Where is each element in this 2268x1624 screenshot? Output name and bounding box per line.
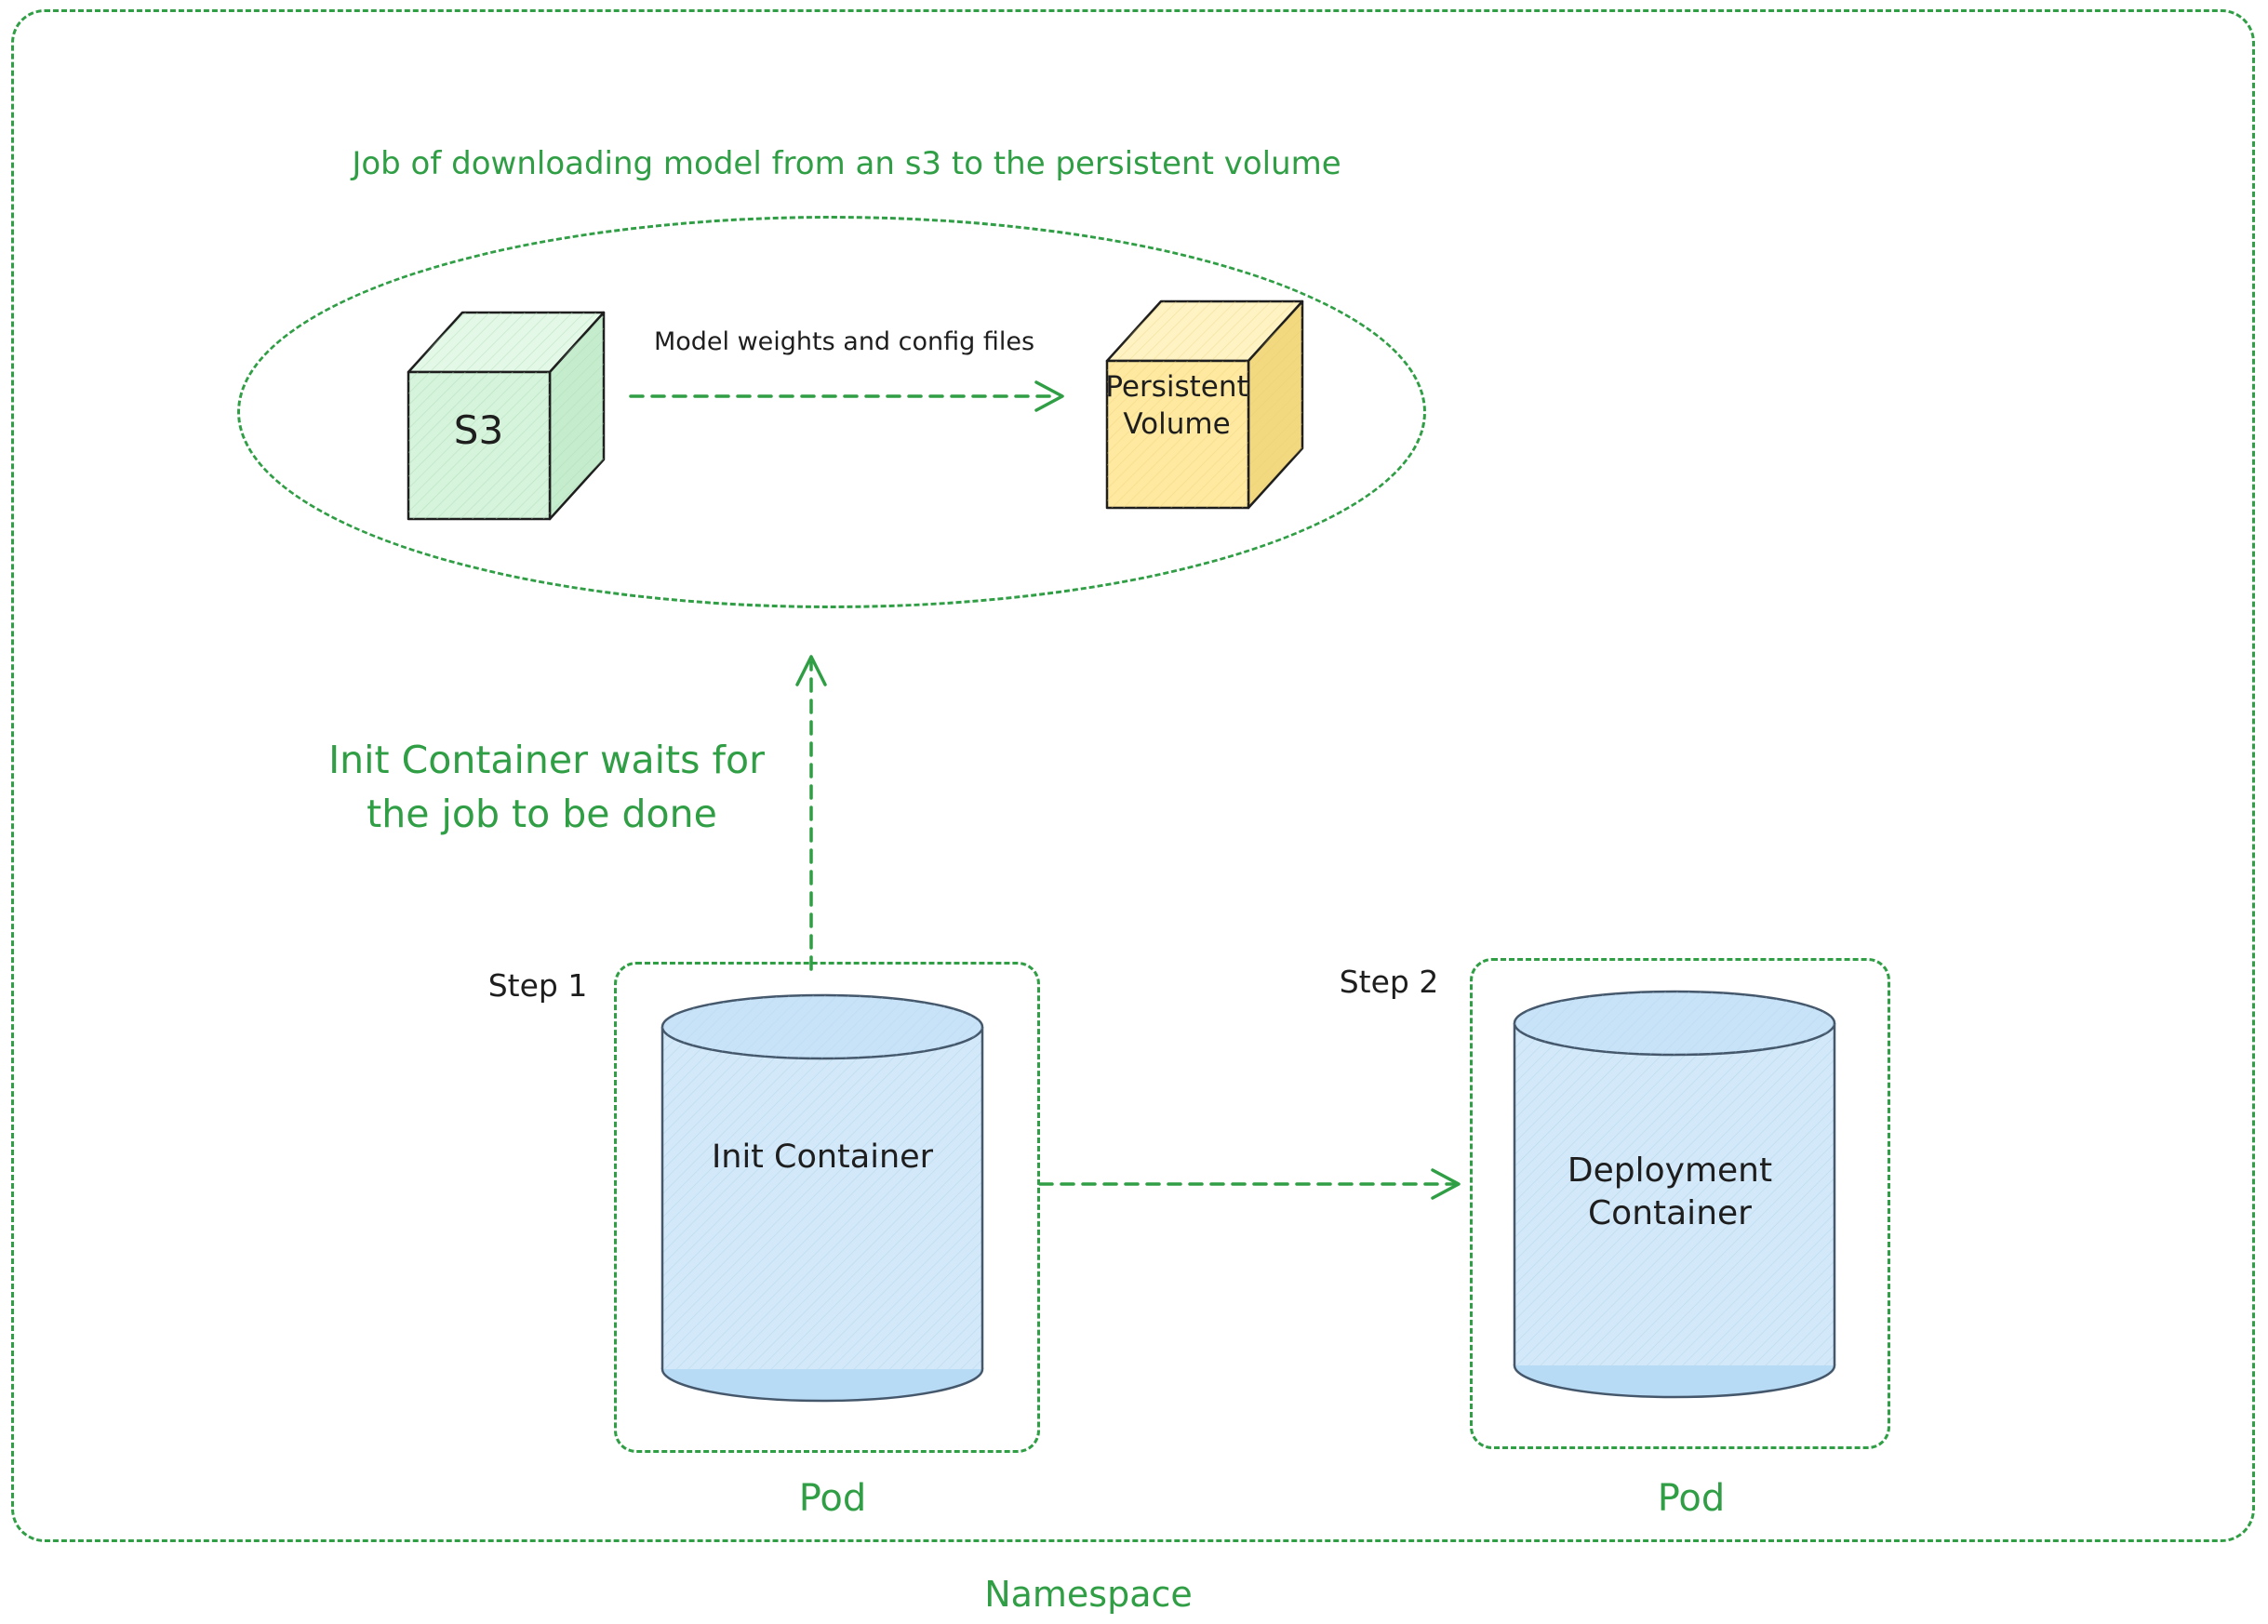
deployment-container-label-line1: Deployment [1567, 1151, 1773, 1190]
deployment-container-cylinder-icon [1505, 986, 1844, 1403]
init-container-label: Init Container [711, 1138, 934, 1176]
pod-1-label: Pod [798, 1477, 867, 1520]
step-2-label: Step 2 [1339, 964, 1439, 1000]
pod-to-pod-arrow [1034, 1155, 1487, 1213]
persistent-volume-label-line1: Persistent [1105, 370, 1248, 404]
persistent-volume-cube-icon [1094, 288, 1315, 513]
wait-note-line1: Init Container waits for [328, 738, 765, 782]
persistent-volume-label: Persistent Volume [1098, 368, 1256, 444]
namespace-boundary [11, 9, 2255, 1542]
s3-label: S3 [453, 407, 504, 453]
step-1-label: Step 1 [487, 967, 588, 1004]
model-transfer-arrow [625, 368, 1090, 424]
pod-2-label: Pod [1657, 1477, 1726, 1520]
pod-1-boundary [614, 962, 1040, 1453]
init-wait-arrow [783, 642, 843, 981]
job-group-ellipse [237, 216, 1426, 608]
deployment-container-label-line2: Container [1588, 1194, 1752, 1232]
namespace-label: Namespace [984, 1574, 1193, 1615]
persistent-volume-label-line2: Volume [1123, 407, 1231, 442]
init-container-cylinder-icon [653, 990, 992, 1406]
s3-cube-icon [395, 300, 617, 525]
job-group-title: Job of downloading model from an s3 to t… [352, 145, 1341, 182]
pod-2-boundary [1470, 958, 1890, 1449]
wait-note-line2: the job to be done [367, 792, 717, 836]
model-transfer-arrow-label: Model weights and config files [653, 327, 1035, 356]
